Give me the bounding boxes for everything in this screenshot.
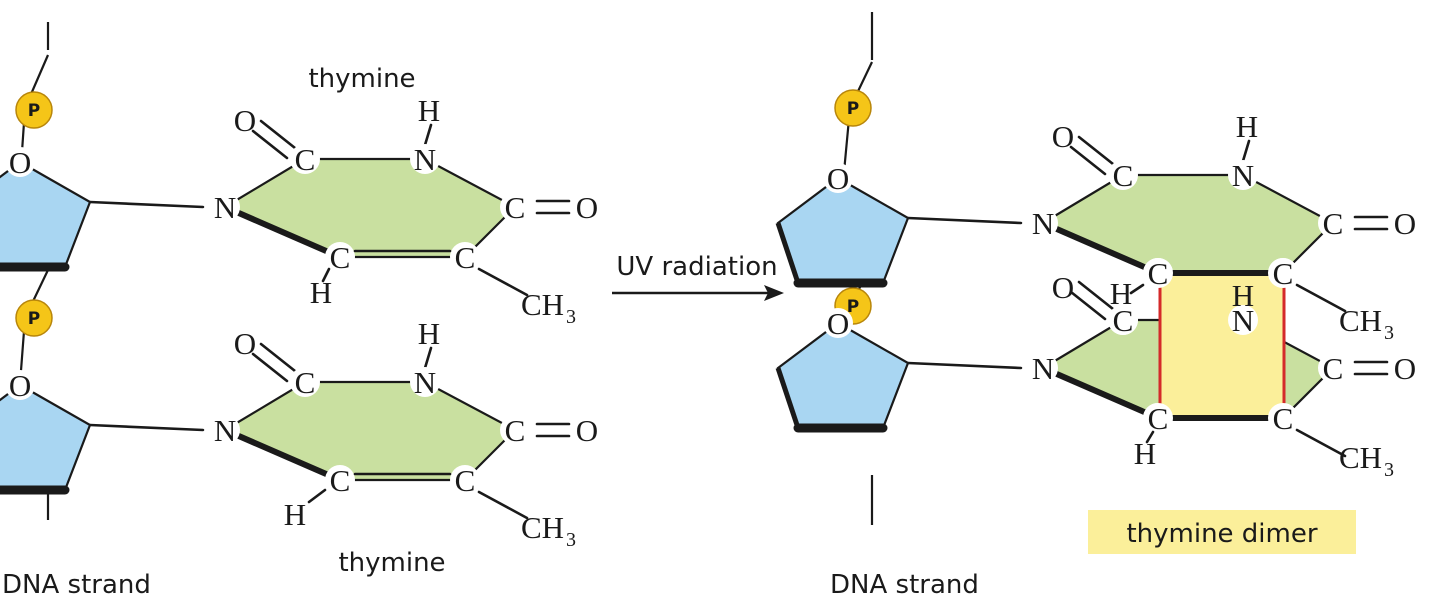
left-panel: P P O N C O N H C O C C H CH 3 O N C bbox=[0, 22, 598, 600]
atom-h: H bbox=[1134, 436, 1156, 471]
atom-o: O bbox=[234, 103, 256, 138]
atom-o: O bbox=[1052, 119, 1074, 154]
atom-c: C bbox=[1323, 206, 1344, 241]
atom-o: O bbox=[1052, 270, 1074, 305]
methyl-group: CH bbox=[521, 287, 564, 322]
atom-c: C bbox=[1273, 401, 1294, 436]
ring-oxygen: O bbox=[827, 161, 849, 196]
atom-o: O bbox=[1394, 206, 1416, 241]
atom-n: N bbox=[1032, 206, 1054, 241]
phosphate-label: P bbox=[28, 309, 40, 329]
atom-c: C bbox=[1273, 256, 1294, 291]
methyl-group: CH bbox=[1339, 440, 1382, 475]
thymine-dimer-label: thymine dimer bbox=[1126, 519, 1317, 549]
atom-c: C bbox=[455, 463, 476, 498]
methyl-group: CH bbox=[1339, 303, 1382, 338]
atom-c: C bbox=[1148, 401, 1169, 436]
ring-oxygen: O bbox=[827, 306, 849, 341]
atom-h: H bbox=[418, 316, 440, 351]
methyl-subscript: 3 bbox=[1384, 322, 1394, 344]
ring-oxygen: O bbox=[9, 368, 31, 403]
atom-o: O bbox=[234, 326, 256, 361]
atom-c: C bbox=[1113, 303, 1134, 338]
arrow-head-icon bbox=[764, 285, 784, 301]
atom-h: H bbox=[1236, 109, 1258, 144]
atom-h: H bbox=[1232, 278, 1254, 313]
thymine-molecule-bottom: O N C O N H C O C C H CH 3 bbox=[0, 316, 598, 551]
dimer-highlight bbox=[1160, 275, 1284, 415]
thymine-label-top: thymine bbox=[308, 64, 415, 94]
atom-c: C bbox=[295, 142, 316, 177]
right-panel: P P O N C O N H C bbox=[778, 12, 1416, 600]
atom-c: C bbox=[1148, 256, 1169, 291]
phosphate-circle bbox=[15, 299, 53, 337]
atom-h: H bbox=[310, 275, 332, 310]
phosphate-label: P bbox=[847, 297, 859, 317]
atom-h: H bbox=[1110, 276, 1132, 311]
atom-n: N bbox=[1232, 303, 1254, 338]
atom-o: O bbox=[576, 413, 598, 448]
atom-c: C bbox=[295, 365, 316, 400]
atom-o: O bbox=[1394, 351, 1416, 386]
atom-n: N bbox=[414, 365, 436, 400]
dna-strand-label-left: DNA strand bbox=[2, 570, 151, 600]
atom-n: N bbox=[214, 190, 236, 225]
atom-n: N bbox=[414, 142, 436, 177]
atom-c: C bbox=[330, 240, 351, 275]
atom-c: C bbox=[1323, 351, 1344, 386]
thymine-molecule-top: O N C O N H C O C C H CH 3 bbox=[0, 93, 598, 328]
atom-c: C bbox=[455, 240, 476, 275]
atom-h: H bbox=[284, 497, 306, 532]
methyl-subscript: 3 bbox=[1384, 459, 1394, 481]
atom-n: N bbox=[1232, 158, 1254, 193]
phosphate-label: P bbox=[847, 99, 859, 119]
atom-c: C bbox=[505, 413, 526, 448]
phosphate-circle bbox=[834, 89, 872, 127]
atom-n: N bbox=[1032, 351, 1054, 386]
methyl-group: CH bbox=[521, 510, 564, 545]
phosphate-label: P bbox=[28, 101, 40, 121]
uv-radiation-label: UV radiation bbox=[616, 252, 777, 282]
atom-o: O bbox=[576, 190, 598, 225]
atom-n: N bbox=[214, 413, 236, 448]
atom-c: C bbox=[1113, 158, 1134, 193]
phosphate-circle bbox=[15, 91, 53, 129]
thymine-label-bottom: thymine bbox=[338, 548, 445, 578]
ring-oxygen: O bbox=[9, 145, 31, 180]
uv-reaction-arrow: UV radiation bbox=[612, 252, 784, 301]
atom-c: C bbox=[505, 190, 526, 225]
methyl-subscript: 3 bbox=[566, 529, 576, 551]
atom-c: C bbox=[330, 463, 351, 498]
atom-h: H bbox=[418, 93, 440, 128]
methyl-subscript: 3 bbox=[566, 306, 576, 328]
dna-strand-label-right: DNA strand bbox=[830, 570, 979, 600]
thymine-dimer-label-bg bbox=[1088, 510, 1356, 554]
